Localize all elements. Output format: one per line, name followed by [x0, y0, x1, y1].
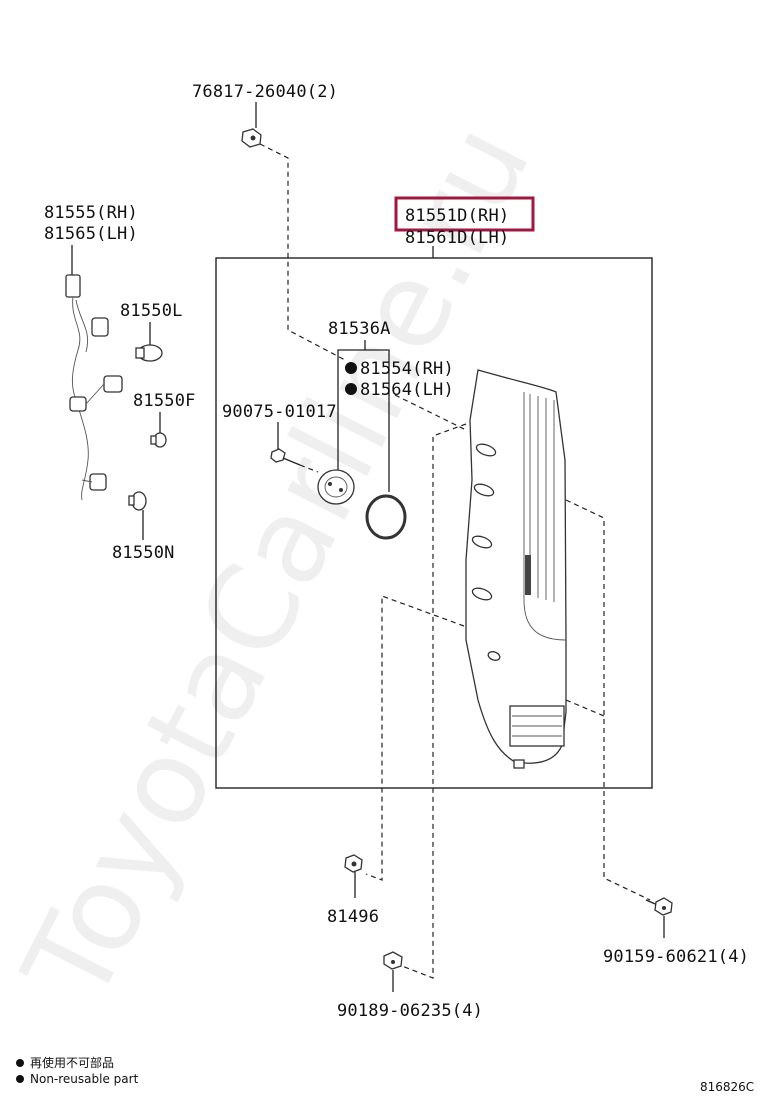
label-socket: 81536A — [328, 319, 391, 339]
assy-rh-highlight-box — [394, 196, 535, 232]
label-assy-lh: 81561D(LH) — [405, 228, 509, 248]
wire-harness-icon — [65, 274, 123, 501]
label-nut: 81496 — [327, 907, 379, 927]
nut-icon — [344, 854, 363, 873]
label-gasket-lh: 81564(LH) — [360, 380, 454, 400]
label-bulb-n: 81550N — [112, 543, 175, 563]
label-bulb-f: 81550F — [133, 391, 196, 411]
label-bulb-l: 81550L — [120, 301, 183, 321]
right-screw-icon — [645, 897, 673, 916]
lamp-right-leader-2 — [565, 699, 605, 717]
bulb-l-icon — [135, 344, 163, 362]
socket-icon — [317, 469, 355, 505]
label-wire-lh: 81565(LH) — [44, 224, 138, 244]
bulb-f-icon — [150, 432, 167, 448]
bottom-screw-leader — [401, 423, 467, 979]
label-screw-bottom: 90189-06235(4) — [337, 1001, 483, 1021]
label-clip-top: 76817-26040(2) — [192, 82, 338, 102]
bottom-screw-icon — [383, 951, 403, 970]
gasket-ring-icon — [365, 494, 407, 540]
small-screw-dash — [299, 464, 319, 473]
label-screw-small: 90075-01017 — [222, 402, 337, 422]
legend-marker-en — [16, 1075, 24, 1083]
gasket-leader — [394, 394, 467, 431]
legend-text-en: Non-reusable part — [30, 1072, 139, 1086]
assembly-box — [215, 257, 653, 789]
legend-text-jp: 再使用不可部品 — [30, 1055, 114, 1070]
figure-id: 816826C — [700, 1080, 754, 1094]
clip-leader-dashed — [259, 143, 346, 361]
legend-marker-jp — [16, 1059, 24, 1067]
non-reusable-marker-lh — [345, 383, 357, 395]
socket-bracket — [337, 340, 366, 470]
label-gasket-rh: 81554(RH) — [360, 359, 454, 379]
tail-lamp-body-icon — [465, 369, 567, 769]
nut-leader — [365, 595, 465, 881]
gasket-bracket — [365, 349, 390, 492]
label-screw-right: 90159-60621(4) — [603, 947, 749, 967]
label-wire-rh: 81555(RH) — [44, 203, 138, 223]
bulb-n-icon — [128, 491, 147, 511]
small-screw-icon — [270, 448, 301, 466]
right-screw-leader — [565, 499, 651, 901]
label-assy-rh: 81551D(RH) — [405, 206, 509, 226]
clip-part-icon — [241, 128, 262, 148]
non-reusable-marker-rh — [345, 362, 357, 374]
